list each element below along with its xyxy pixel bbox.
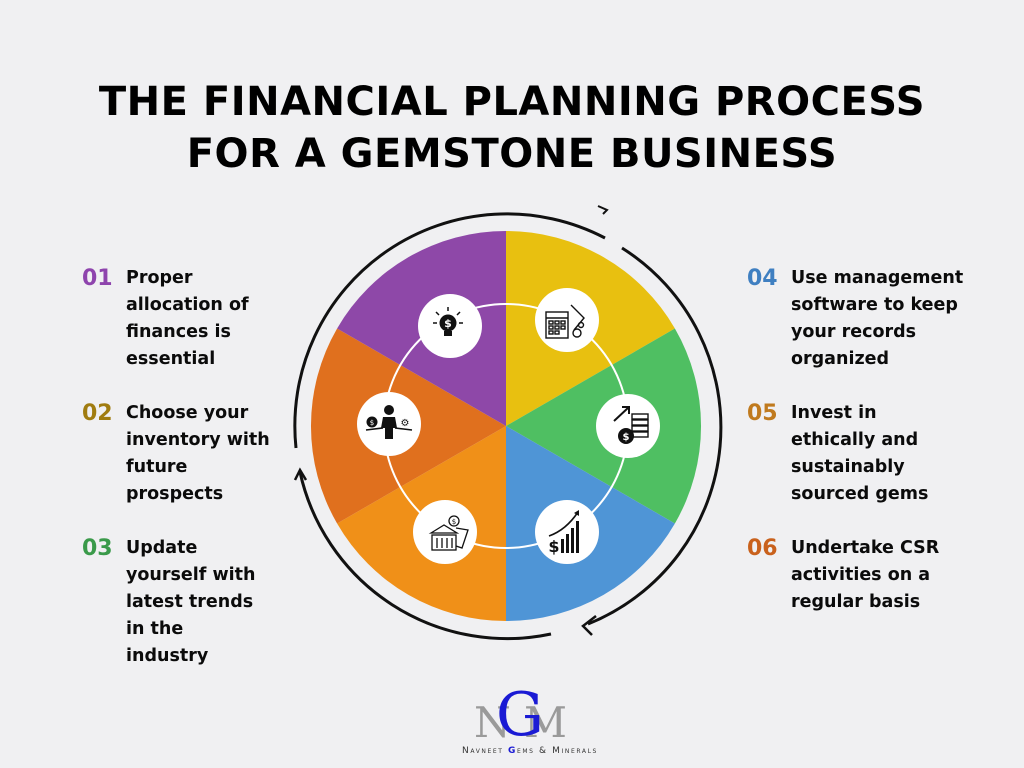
svg-text:$: $: [444, 317, 452, 330]
step-number: 01: [82, 266, 113, 291]
step-04: 04 Use management software to keep your …: [747, 265, 1007, 373]
step-02: 02 Choose your inventory with future pro…: [82, 400, 282, 508]
person-balance-icon: $ ⚙: [365, 405, 413, 439]
title-line-2: FOR A GEMSTONE BUSINESS: [186, 131, 838, 177]
arc-right: [587, 246, 723, 626]
step-number: 04: [747, 266, 778, 291]
bank-money-icon: $: [428, 515, 469, 551]
company-name-part: Navneet: [462, 746, 509, 756]
step-05: 05 Invest in ethically and sustainably s…: [747, 400, 977, 508]
step-text: Invest in ethically and sustainably sour…: [791, 403, 929, 504]
step-06: 06 Undertake CSR activities on a regular…: [747, 535, 977, 616]
step-text: Undertake CSR activities on a regular ba…: [791, 538, 940, 612]
company-name-part: ems & Minerals: [517, 746, 598, 756]
icon-growth-chart: $: [535, 500, 599, 564]
page-title: THE FINANCIAL PLANNING PROCESS FOR A GEM…: [0, 76, 1024, 180]
logo-mark: N M G: [440, 680, 620, 750]
icon-lightbulb-dollar: $: [418, 294, 482, 358]
svg-text:⚙: ⚙: [401, 418, 410, 429]
icon-calculator-document: [535, 288, 599, 352]
step-number: 03: [82, 536, 113, 561]
step-01: 01 Proper allocation of finances is esse…: [82, 265, 282, 373]
cycle-arrows: [293, 205, 723, 641]
icon-person-balance: $ ⚙: [357, 392, 421, 456]
company-logo: N M G Navneet Gems & Minerals: [440, 680, 620, 756]
arc-bottom-left: [298, 471, 552, 641]
step-number: 06: [747, 536, 778, 561]
arrowhead-top: [597, 205, 609, 215]
step-text: Update yourself with latest trends in th…: [126, 538, 256, 666]
step-number: 05: [747, 401, 778, 426]
icon-bank-money: $: [413, 500, 477, 564]
lightbulb-dollar-icon: $: [433, 307, 463, 336]
dollar-growth-chart-icon: $: [548, 510, 579, 556]
step-03: 03 Update yourself with latest trends in…: [82, 535, 282, 670]
logo-letter-m: M: [524, 698, 568, 747]
logo-letter-n: N: [474, 698, 511, 747]
logo-letter-g: G: [496, 680, 544, 750]
arrowhead-left: [293, 467, 308, 481]
svg-text:$: $: [452, 518, 456, 526]
step-text: Choose your inventory with future prospe…: [126, 403, 270, 504]
calculator-document-icon: [545, 304, 585, 339]
step-text: Use management software to keep your rec…: [791, 268, 964, 369]
coins-growth-icon: $: [613, 406, 649, 444]
svg-text:$: $: [548, 537, 559, 556]
svg-text:$: $: [623, 432, 630, 443]
step-number: 02: [82, 401, 113, 426]
step-text: Proper allocation of finances is essenti…: [126, 268, 249, 369]
company-name-g: G: [508, 746, 518, 756]
arrowhead-bottom-right: [581, 615, 597, 636]
icon-coins-growth: $: [596, 394, 660, 458]
svg-text:$: $: [370, 419, 374, 427]
arc-top: [293, 212, 606, 449]
company-name: Navneet Gems & Minerals: [440, 746, 620, 756]
title-line-1: THE FINANCIAL PLANNING PROCESS: [98, 79, 926, 125]
